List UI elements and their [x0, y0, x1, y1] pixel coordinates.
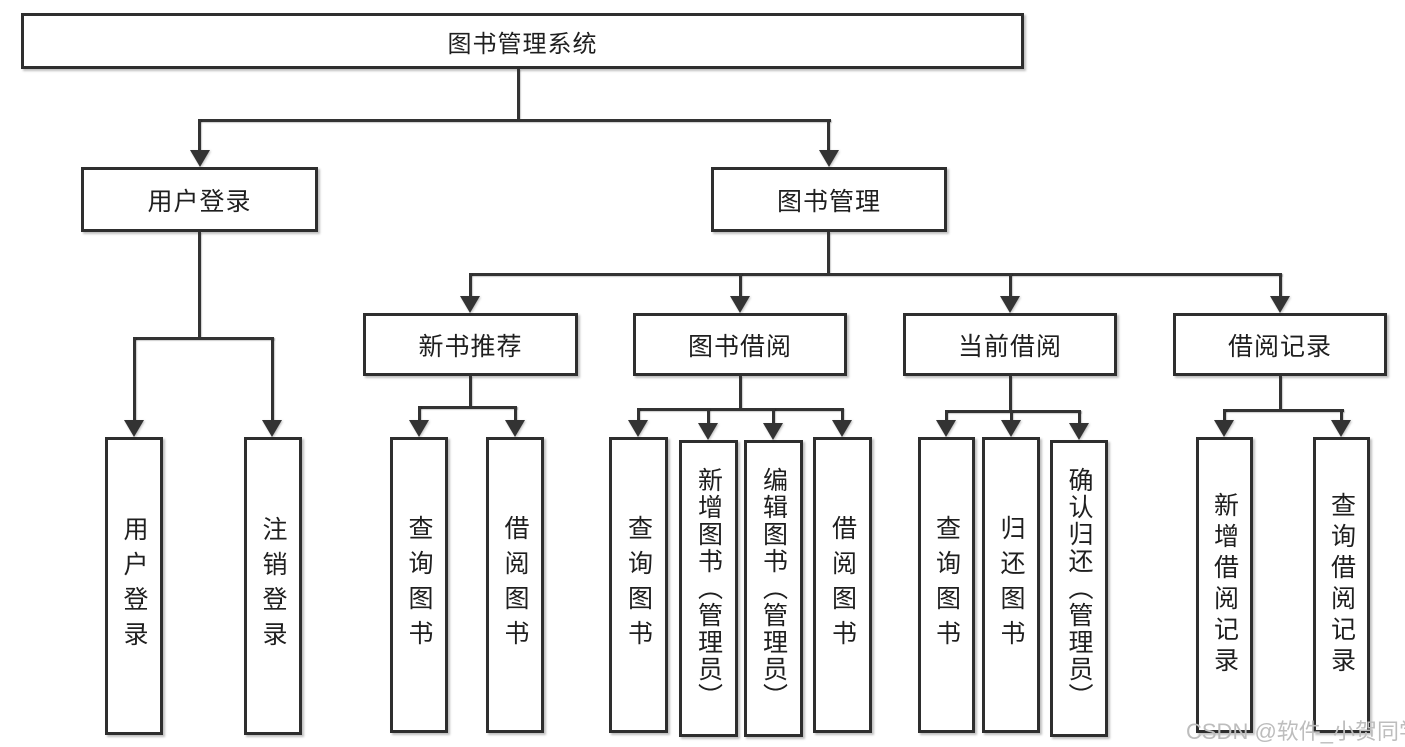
connector-root-bar — [198, 119, 831, 122]
node-recommend-query-book: 查询图书 — [390, 437, 448, 733]
node-user-login: 用户登录 — [81, 167, 318, 232]
arrowhead-icon — [262, 420, 282, 437]
connector-userlogin-stem — [198, 232, 201, 337]
connector-records-drop-1 — [1223, 409, 1226, 422]
node-current-query-book: 查询图书 — [918, 437, 975, 733]
arrowhead-icon — [936, 420, 956, 437]
arrowhead-icon — [460, 296, 480, 313]
connector-borrow-drop-4 — [841, 408, 844, 422]
connector-borrow-stem — [739, 376, 742, 408]
node-add-book-admin: 新增图书（管理员） — [679, 440, 738, 737]
connector-recommend-stem — [469, 376, 472, 406]
csdn-watermark: CSDN @软件_小贺同学 — [1186, 719, 1405, 744]
arrowhead-icon — [1331, 420, 1351, 437]
connector-bookmgmt-drop-1 — [469, 273, 472, 298]
arrowhead-icon — [763, 423, 783, 440]
node-edit-book-admin: 编辑图书（管理员） — [744, 440, 803, 737]
connector-bookmgmt-stem — [827, 232, 830, 273]
connector-userlogin-drop-2 — [271, 337, 274, 422]
connector-records-stem — [1279, 376, 1282, 409]
arrowhead-icon — [1000, 296, 1020, 313]
arrowhead-icon — [1214, 420, 1234, 437]
connector-borrow-drop-1 — [637, 408, 640, 422]
arrowhead-icon — [730, 296, 750, 313]
connector-records-drop-2 — [1340, 409, 1343, 422]
connector-current-drop-2 — [1010, 410, 1013, 422]
connector-borrow-drop-3 — [772, 408, 775, 425]
node-current-borrow: 当前借阅 — [903, 313, 1117, 376]
node-confirm-return-admin: 确认归还（管理员） — [1050, 440, 1108, 737]
arrowhead-icon — [1001, 420, 1021, 437]
connector-root-drop-right — [827, 119, 830, 152]
connector-borrow-drop-2 — [707, 408, 710, 425]
node-user-login-leaf: 用户登录 — [105, 437, 163, 735]
arrowhead-icon — [819, 150, 839, 167]
connector-bookmgmt-drop-2 — [739, 273, 742, 298]
node-query-borrow-record: 查询借阅记录 — [1313, 437, 1370, 733]
node-book-borrow: 图书借阅 — [633, 313, 847, 376]
node-book-management: 图书管理 — [711, 167, 947, 232]
connector-userlogin-bar — [133, 337, 274, 340]
arrowhead-icon — [124, 420, 144, 437]
node-borrow-records: 借阅记录 — [1173, 313, 1387, 376]
connector-recommend-bar — [418, 406, 517, 409]
node-add-borrow-record: 新增借阅记录 — [1196, 437, 1253, 733]
arrowhead-icon — [1270, 296, 1290, 313]
connector-root-drop-left — [198, 119, 201, 152]
connector-current-drop-1 — [945, 410, 948, 422]
arrowhead-icon — [832, 420, 852, 437]
node-return-book: 归还图书 — [982, 437, 1040, 733]
connector-bookmgmt-drop-4 — [1279, 273, 1282, 298]
arrowhead-icon — [409, 420, 429, 437]
node-root: 图书管理系统 — [21, 13, 1024, 69]
node-new-book-recommend: 新书推荐 — [363, 313, 578, 376]
connector-userlogin-drop-1 — [133, 337, 136, 422]
arrowhead-icon — [190, 150, 210, 167]
node-borrow-query-book: 查询图书 — [609, 437, 668, 733]
arrowhead-icon — [628, 420, 648, 437]
connector-current-stem — [1009, 376, 1012, 410]
connector-recommend-drop-2 — [514, 406, 517, 422]
connector-records-bar — [1223, 409, 1344, 412]
arrowhead-icon — [505, 420, 525, 437]
node-recommend-borrow-book: 借阅图书 — [486, 437, 544, 733]
connector-current-bar — [945, 410, 1081, 413]
connector-current-drop-3 — [1078, 410, 1081, 425]
arrowhead-icon — [1069, 423, 1089, 440]
connector-bookmgmt-drop-3 — [1009, 273, 1012, 298]
connector-recommend-drop-1 — [418, 406, 421, 422]
connector-borrow-bar — [637, 408, 843, 411]
arrowhead-icon — [698, 423, 718, 440]
connector-root-stem — [517, 69, 520, 119]
connector-bookmgmt-bar — [469, 273, 1282, 276]
node-logout-leaf: 注销登录 — [244, 437, 302, 735]
node-borrow-book-leaf: 借阅图书 — [813, 437, 872, 733]
